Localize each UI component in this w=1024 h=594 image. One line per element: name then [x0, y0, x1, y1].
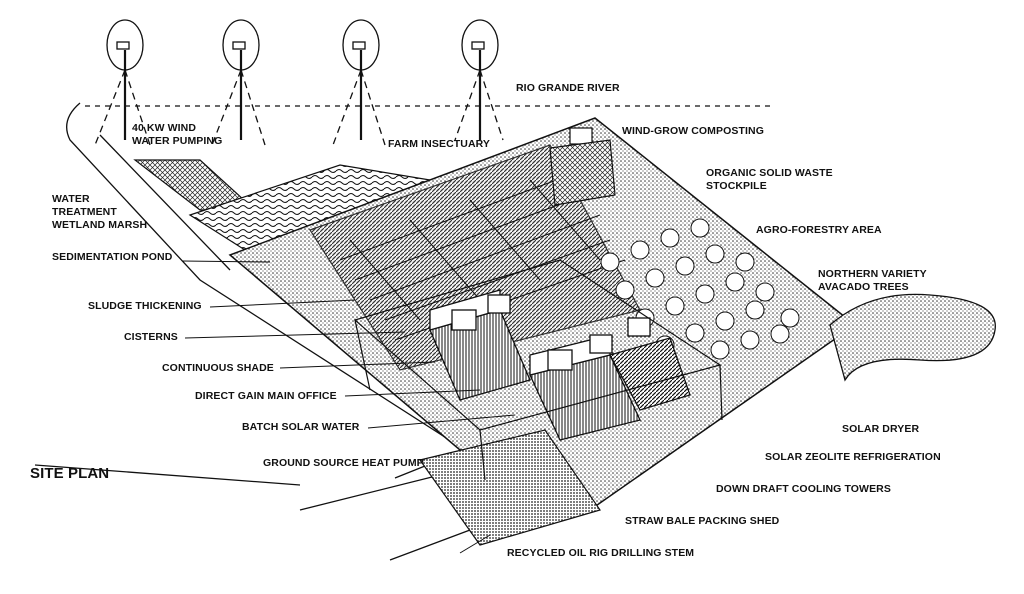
wind-turbine-4 — [454, 19, 504, 141]
label-wetland-3: WETLAND MARSH — [52, 219, 148, 231]
label-dryer: SOLAR DRYER — [842, 423, 920, 435]
label-cooling: DOWN DRAFT COOLING TOWERS — [716, 483, 891, 495]
label-straw: STRAW BALE PACKING SHED — [625, 515, 780, 527]
label-heatpump: GROUND SOURCE HEAT PUMP — [263, 457, 424, 469]
wind-turbine-3 — [332, 19, 386, 146]
label-waste-2: STOCKPILE — [706, 180, 767, 192]
label-avocado-1: NORTHERN VARIETY — [818, 268, 927, 280]
wind-turbines — [94, 19, 504, 146]
composting-tower — [549, 127, 616, 206]
label-shade: CONTINUOUS SHADE — [162, 362, 274, 374]
leader-lines — [181, 260, 516, 554]
label-office: DIRECT GAIN MAIN OFFICE — [195, 390, 337, 402]
buildings — [429, 289, 691, 441]
label-waste-1: ORGANIC SOLID WASTE — [706, 167, 833, 179]
label-wind-pumping-1: 40 KW WIND — [132, 122, 196, 134]
avocado-pond — [829, 293, 996, 382]
label-composting: WIND-GROW COMPOSTING — [622, 125, 764, 137]
label-zeolite: SOLAR ZEOLITE REFRIGERATION — [765, 451, 941, 463]
label-sludge: SLUDGE THICKENING — [88, 300, 202, 312]
wind-turbine-2 — [211, 19, 266, 146]
label-sedimentation: SEDIMENTATION POND — [52, 251, 173, 263]
label-wind-pumping-2: WATER PUMPING — [132, 135, 223, 147]
wind-turbine-1 — [94, 19, 151, 146]
ground-strip — [418, 429, 601, 546]
label-cisterns: CISTERNS — [124, 331, 178, 343]
label-wetland-2: TREATMENT — [52, 206, 117, 218]
label-river: RIO GRANDE RIVER — [516, 82, 620, 94]
agro-forestry-trees — [600, 218, 800, 360]
label-recycled: RECYCLED OIL RIG DRILLING STEM — [507, 547, 695, 559]
label-wetland-1: WATER — [52, 193, 90, 205]
label-agro: AGRO-FORESTRY AREA — [756, 224, 882, 236]
label-avocado-2: AVACADO TREES — [818, 281, 909, 293]
label-batch: BATCH SOLAR WATER — [242, 421, 360, 433]
shade-structure — [353, 259, 723, 481]
site-plan-title: SITE PLAN — [30, 465, 110, 482]
label-farm: FARM INSECTUARY — [388, 138, 491, 150]
